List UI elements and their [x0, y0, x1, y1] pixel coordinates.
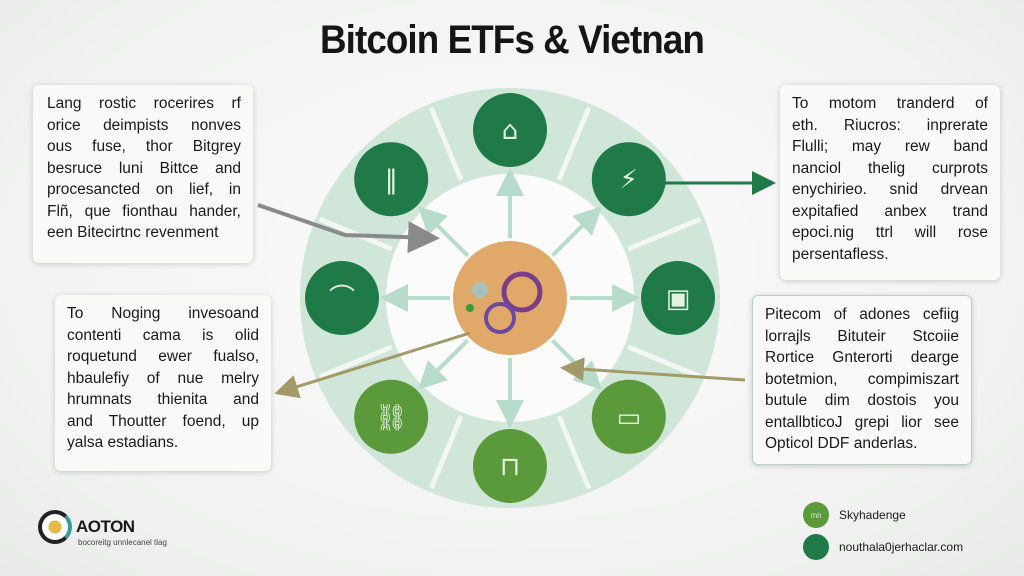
box-text-line: procesancted on lief, in: [47, 181, 241, 198]
box-text-line: ous fuse, thor Bitgrey: [47, 138, 241, 155]
ring-divider: [556, 415, 592, 490]
logo-name: AOTON: [76, 517, 135, 536]
ring-divider: [627, 344, 702, 380]
legend-link[interactable]: nouthala0jerhaclar.com: [839, 540, 964, 554]
box-text-line: Flñ, que fionthau hander,: [47, 202, 241, 220]
vault-icon: ⚡: [591, 142, 666, 217]
box-text-line: To Noging invesoand: [67, 305, 259, 322]
box-text-line: persentafless.: [792, 245, 889, 263]
bridge-icon: ⛓: [354, 379, 429, 454]
arrow-top-left: [257, 203, 440, 254]
box-text-line: Pitecom of adones cefiig: [765, 306, 959, 323]
legend-item: mn Skyhadenge: [803, 502, 906, 528]
svg-text:⚡: ⚡: [620, 165, 638, 195]
box-text-line: eth. Riucros: inprerate: [792, 116, 988, 134]
center-cluster-icon: [484, 302, 516, 334]
svg-text:▣: ▣: [666, 284, 691, 314]
box-text-line: Lang rostic rocerires rf: [47, 95, 241, 112]
info-box-top-left: Lang rostic rocerires rf orice deimpists …: [33, 85, 253, 263]
spoke-arrow: [551, 206, 602, 257]
legend-label: Skyhadenge: [839, 508, 906, 522]
svg-text:⛓: ⛓: [375, 403, 408, 433]
box-text-line: Opticol DDF anderlas.: [765, 435, 918, 452]
brand-logo: AOTON bocoreitg unnlecanel tlag: [38, 510, 167, 547]
box-text-line: hrumnats thienita and: [67, 391, 259, 408]
arch-icon: ⌒: [305, 261, 379, 335]
page-title: Bitcoin ETFs & Vietnan: [320, 18, 705, 62]
box-text-line: hbaulefiy of nue melry: [67, 369, 259, 387]
box-text-line: yalsa estadians.: [67, 434, 179, 451]
box-text-line: enychirieo. snid drvean: [792, 181, 988, 198]
svg-text:⌒: ⌒: [329, 284, 355, 314]
box-text-line: botetmion, compimiszart: [765, 370, 959, 388]
center-cluster-icon: [466, 304, 474, 312]
legend-dot-icon: [803, 534, 829, 560]
box-text-line: To motom tranderd of: [792, 95, 988, 112]
box-text-line: butule dim dostois you: [765, 392, 959, 409]
gate-icon: ⊓: [473, 429, 547, 503]
box-text-line: nanciol thelig curprots: [792, 159, 988, 177]
pillar-icon: ‖: [354, 142, 429, 217]
info-box-bottom-right: Pitecom of adones cefiig lorrajls Bitutei…: [752, 295, 972, 465]
ring-divider: [556, 106, 592, 181]
box-text-line: Rortice Gnterorti dearge: [765, 349, 959, 366]
box-text-line: expitafied anbex trand: [792, 202, 988, 220]
svg-text:▭: ▭: [617, 403, 642, 433]
monitor-user-icon: ▭: [591, 379, 666, 454]
arrow-bottom-left: [274, 331, 471, 399]
info-box-top-right: To motom tranderd of eth. Riucros: inprer…: [780, 85, 1000, 280]
legend-badge-icon: mn: [803, 502, 829, 528]
spoke-arrow: [418, 206, 469, 257]
box-text-line: besruce luni Bittce and: [47, 159, 241, 177]
box-text-line: roquetund ewer fualso,: [67, 348, 259, 365]
box-text-line: epoci.nig ttrl will rose: [792, 224, 988, 241]
svg-text:‖: ‖: [385, 165, 398, 195]
box-text-line: entallbticoJ grepi lior see: [765, 413, 959, 431]
legend-item: nouthala0jerhaclar.com: [803, 534, 963, 560]
svg-text:⌂: ⌂: [502, 116, 519, 146]
ring-divider: [318, 344, 393, 380]
ring-divider: [428, 106, 464, 181]
box-text-line: contenti cama is olid: [67, 326, 259, 344]
ring-divider: [627, 216, 702, 252]
box-text-line: een Bitecirtnc revenment: [47, 224, 219, 241]
center-cluster-icon: [501, 271, 543, 313]
box-text-line: orice deimpists nonves: [47, 116, 241, 134]
center-hub: [453, 241, 567, 355]
box-text-line: lorrajls Bituteir Stcoiie: [765, 327, 959, 345]
logo-mark-icon: [38, 510, 72, 544]
svg-text:⊓: ⊓: [500, 452, 520, 482]
info-box-bottom-left: To Noging invesoand contenti cama is olid…: [55, 295, 271, 471]
center-cluster-icon: [472, 282, 488, 298]
ring-divider: [428, 415, 464, 490]
cards-icon: ▣: [641, 261, 715, 335]
building-icon: ⌂: [473, 93, 547, 167]
arrow-bottom-right: [560, 357, 746, 382]
logo-tagline: bocoreitg unnlecanel tlag: [78, 538, 167, 547]
box-text-line: Flulli; may rew band: [792, 138, 988, 155]
box-text-line: and Thoutter foend, up: [67, 412, 259, 430]
spoke-arrow: [418, 339, 469, 390]
